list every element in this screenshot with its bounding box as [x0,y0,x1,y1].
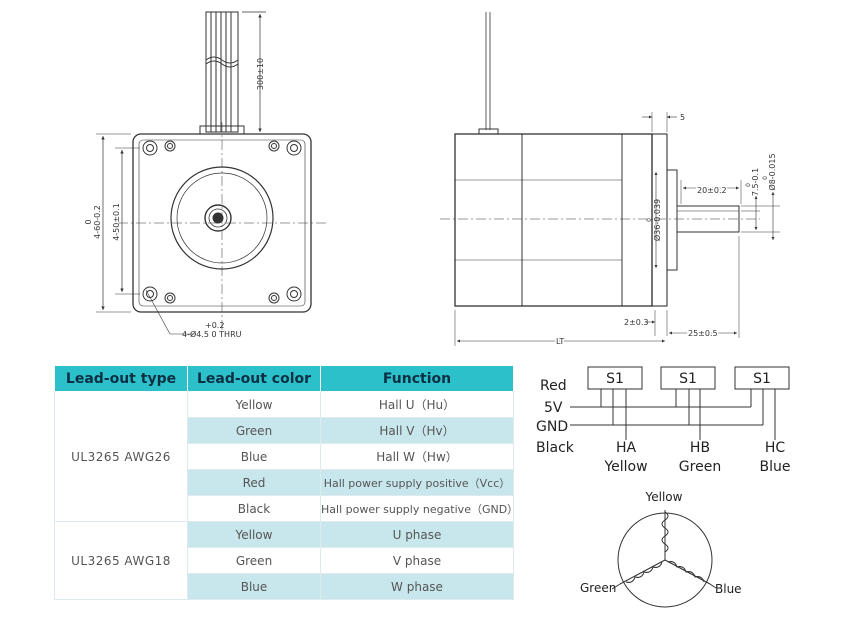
winding-label-blue: Blue [715,582,742,596]
output-name-ha: HA [616,440,637,456]
lead-color: Blue [187,443,321,470]
lead-function: V phase [320,547,514,574]
output-name-hb: HB [690,440,710,456]
lead-color: Yellow [187,391,321,418]
pilot-step [666,169,678,271]
hall-sensor-c [734,366,790,390]
hall-wiring-diagram [570,366,790,440]
hall-sensor-b [660,366,716,390]
output-color-hc: Blue [760,459,791,475]
sensor-label-a: S1 [606,371,624,387]
header-lead-out-type: Lead-out type [54,365,188,392]
flange-thickness-dim: 5 [680,113,685,122]
lead-function: W phase [320,573,514,600]
lead-function: Hall V（Hv） [320,417,514,444]
lead-color: Green [187,547,321,574]
wire-label-red: Red [540,378,567,394]
flat-depth-dim: 7.5-0.1 [751,168,760,196]
mounting-holes [142,140,302,304]
lead-color: Blue [187,573,321,600]
table-row: UL3265 AWG26 Yellow Hall U（Hu） [54,391,514,522]
lead-function: Hall U（Hu） [320,391,514,418]
shaft-end [204,204,232,232]
side-view [440,12,780,346]
outer-size-dim: 4-60-0.2 [93,205,102,239]
hall-sensor-a [587,366,643,390]
hole-callout: 4-Ø4.5 0 THRU [182,329,242,339]
header-lead-out-color: Lead-out color [187,365,321,392]
front-view-labels: 300±10 0 4-60-0.2 4-50±0.1 +0.2 4-Ø4.5 0… [84,58,265,339]
lead-function: Hall W（Hw） [320,443,514,470]
table-row: UL3265 AWG18 Yellow U phase [54,521,514,600]
flat-length-dim: 20±0.2 [697,186,727,195]
shaft-diameter-dim: Ø8-0.015 [767,153,777,190]
winding-label-yellow: Yellow [645,490,683,504]
hall-wiring-labels: S1 S1 S1 Red 5V GND Black HA Yellow HB G… [536,371,790,475]
lead-function: U phase [320,521,514,548]
winding-labels: Yellow Green Blue [580,490,742,596]
header-function: Function [320,365,514,392]
boss-height-dim: 2±0.3 [624,318,649,327]
shaft-diameter-tol: 0 [762,176,769,180]
side-view-labels: 5 0 Ø36-0.039 20±0.2 0 7.5-0.1 0 Ø8-0.01… [555,113,778,348]
output-color-ha: Yellow [603,459,647,475]
body-length-dim: LT [556,337,564,346]
lead-cable [199,11,245,135]
pilot-boss [170,166,274,270]
table-row: Blue W phase [55,573,514,600]
lead-color: Red [187,469,321,496]
lead-function: Hall power supply negative（GND） [320,495,518,522]
table-row: Green V phase [55,547,514,574]
table-row: Red Hall power supply positive（Vcc） [55,469,514,496]
table-row: Green Hall V（Hv） [55,417,514,444]
cable-length-dim: 300±10 [256,58,265,90]
table-header-row: Lead-out type Lead-out color Function [54,365,514,392]
wire-label-black: Black [536,440,575,456]
pilot-diameter-dim: Ø36-0.039 [652,199,662,241]
pilot-diameter-tol: 0 [646,218,653,222]
front-view [96,11,326,335]
lead-color: Yellow [187,521,321,548]
flat-depth-tol: 0 [745,183,752,187]
output-name-hc: HC [765,440,786,456]
sensor-label-b: S1 [679,371,697,387]
shaft-length-dim: 25±0.5 [688,329,718,338]
sensor-label-c: S1 [753,371,771,387]
hole-callout-tol: +0.2 [205,321,224,330]
output-color-hb: Green [679,459,721,475]
lead-color: Green [187,417,321,444]
lead-function: Hall power supply positive（Vcc） [320,469,514,496]
lead-type-awg18: UL3265 AWG18 [54,521,188,600]
table-row: Black Hall power supply negative（GND） [55,495,518,522]
wire-label-gnd: GND [536,419,568,435]
winding-label-green: Green [580,581,616,595]
wire-label-5v: 5V [544,400,563,416]
bolt-spacing-dim: 4-50±0.1 [112,203,121,241]
lead-color: Black [187,495,321,522]
lead-out-table: Lead-out type Lead-out color Function UL… [54,365,518,600]
outer-size-dim-tol: 0 [84,219,93,224]
winding-diagram [611,510,717,608]
lead-type-awg26: UL3265 AWG26 [54,391,188,522]
